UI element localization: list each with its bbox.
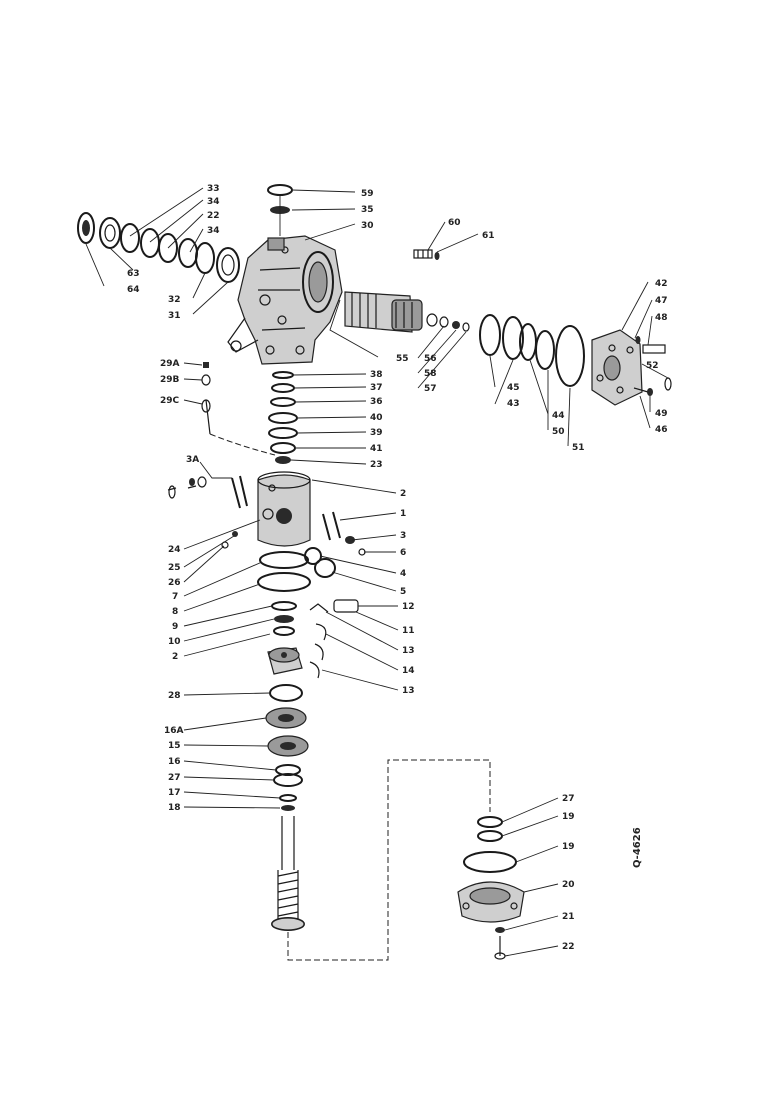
callout-9: 9 <box>172 622 178 632</box>
callout-8: 8 <box>172 607 178 617</box>
callout-25: 25 <box>168 563 181 573</box>
callout-59: 59 <box>361 189 374 199</box>
callout-10: 10 <box>168 637 181 647</box>
callout-47: 47 <box>655 296 668 306</box>
callout-61: 61 <box>482 231 495 241</box>
callout-43: 43 <box>507 399 520 409</box>
top-nut-and-seal <box>267 184 293 236</box>
leader-lines <box>85 187 669 957</box>
callout-37: 37 <box>370 383 383 393</box>
callout-27-cap: 27 <box>562 794 575 804</box>
callout-44: 44 <box>552 411 565 421</box>
callout-27: 27 <box>168 773 181 783</box>
callout-15: 15 <box>168 741 181 751</box>
callout-3: 3 <box>400 531 406 541</box>
callout-5: 5 <box>400 587 406 597</box>
callout-22-bolt: 22 <box>562 942 575 952</box>
side-cover-assembly <box>479 314 672 406</box>
callout-6: 6 <box>400 548 406 558</box>
gear-housing <box>227 235 343 365</box>
callout-labels: 33 34 22 34 63 64 32 31 59 35 30 60 61 4… <box>127 184 668 952</box>
callout-2-lower: 2 <box>172 652 178 662</box>
callout-29a: 29A <box>160 359 180 369</box>
callout-64: 64 <box>127 285 140 295</box>
callout-2: 2 <box>400 489 406 499</box>
callout-4: 4 <box>400 569 406 579</box>
rotor-and-clips <box>267 599 359 679</box>
callout-35: 35 <box>361 205 374 215</box>
callout-13: 13 <box>402 646 415 656</box>
callout-51: 51 <box>572 443 585 453</box>
valve-body <box>167 471 366 556</box>
callout-12: 12 <box>402 602 415 612</box>
callout-56: 56 <box>424 354 437 364</box>
callout-33: 33 <box>207 184 220 194</box>
callout-52: 52 <box>646 361 659 371</box>
callout-29c: 29C <box>160 396 180 406</box>
callout-40: 40 <box>370 413 383 423</box>
callout-49: 49 <box>655 409 668 419</box>
callout-34: 34 <box>207 226 220 236</box>
bleed-valve-parts <box>201 362 211 435</box>
callout-36: 36 <box>370 397 383 407</box>
callout-21: 21 <box>562 912 575 922</box>
end-cap-assembly <box>457 816 525 960</box>
callout-24: 24 <box>168 545 181 555</box>
callout-17: 17 <box>168 788 181 798</box>
callout-57: 57 <box>424 384 437 394</box>
callout-13-lower: 13 <box>402 686 415 696</box>
center-shaft-seal-stack <box>209 371 298 464</box>
callout-26: 26 <box>168 578 181 588</box>
callout-60: 60 <box>448 218 461 228</box>
callout-45: 45 <box>507 383 520 393</box>
callout-18: 18 <box>168 803 181 813</box>
callout-58: 58 <box>424 369 437 379</box>
callout-1: 1 <box>400 509 406 519</box>
callout-63: 63 <box>127 269 140 279</box>
adjusting-screw <box>413 249 440 260</box>
callout-19: 19 <box>562 812 575 822</box>
callout-41: 41 <box>370 444 383 454</box>
worm-shaft <box>271 816 305 931</box>
callout-19-ring: 19 <box>562 842 575 852</box>
callout-7: 7 <box>172 592 178 602</box>
callout-14: 14 <box>402 666 415 676</box>
callout-30: 30 <box>361 221 374 231</box>
lower-bearing-stack <box>265 684 309 811</box>
callout-38: 38 <box>370 370 383 380</box>
dashed-connector <box>287 759 491 961</box>
drawing-code: Q-4626 <box>632 827 643 868</box>
sector-shaft <box>344 291 470 333</box>
callout-16a: 16A <box>164 726 184 736</box>
callout-46: 46 <box>655 425 668 435</box>
callout-23: 23 <box>370 460 383 470</box>
callout-20: 20 <box>562 880 575 890</box>
callout-28: 28 <box>168 691 181 701</box>
callout-31: 31 <box>168 311 181 321</box>
callout-48: 48 <box>655 313 668 323</box>
callout-42: 42 <box>655 279 668 289</box>
callout-32: 32 <box>168 295 181 305</box>
callout-3a: 3A <box>186 455 199 465</box>
callout-11: 11 <box>402 626 415 636</box>
valve-lower-seals <box>257 547 336 636</box>
callout-16: 16 <box>168 757 181 767</box>
callout-22: 22 <box>207 211 220 221</box>
left-shaft-seal-stack <box>77 212 240 283</box>
callout-39: 39 <box>370 428 383 438</box>
callout-50: 50 <box>552 427 565 437</box>
callout-55: 55 <box>396 354 409 364</box>
callout-34: 34 <box>207 197 220 207</box>
callout-29b: 29B <box>160 375 180 385</box>
